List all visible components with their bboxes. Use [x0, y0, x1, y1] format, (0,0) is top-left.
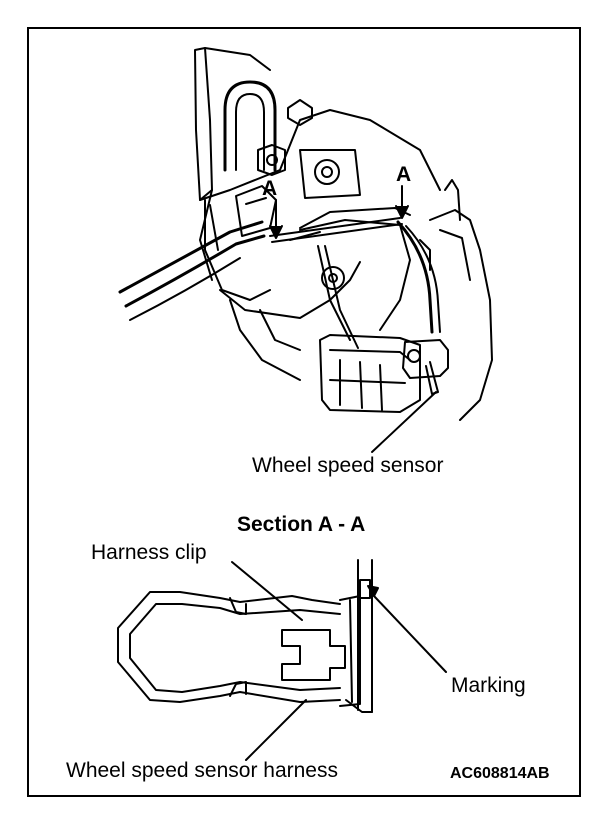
section-a-arrows — [269, 185, 409, 239]
wheel-speed-sensor-label: Wheel speed sensor — [252, 454, 444, 477]
wheel-speed-sensor-harness-leader — [245, 699, 307, 761]
marking-leader — [373, 595, 447, 673]
marker-a-left: A — [262, 177, 278, 200]
diagram-frame — [27, 27, 581, 797]
harness-clip-leader — [231, 561, 303, 621]
marking-arrowhead — [367, 585, 379, 597]
section-title: Section A - A — [237, 513, 366, 536]
wheel-speed-sensor-leader — [371, 391, 437, 453]
knuckle-assembly-illustration — [118, 47, 493, 421]
wheel-speed-sensor-harness-label: Wheel speed sensor harness — [66, 759, 338, 782]
marker-a-right: A — [396, 163, 412, 186]
marking-label: Marking — [451, 674, 526, 697]
harness-clip-label: Harness clip — [91, 541, 207, 564]
section-a-a-illustration — [117, 559, 373, 713]
figure-code: AC608814AB — [450, 765, 550, 782]
